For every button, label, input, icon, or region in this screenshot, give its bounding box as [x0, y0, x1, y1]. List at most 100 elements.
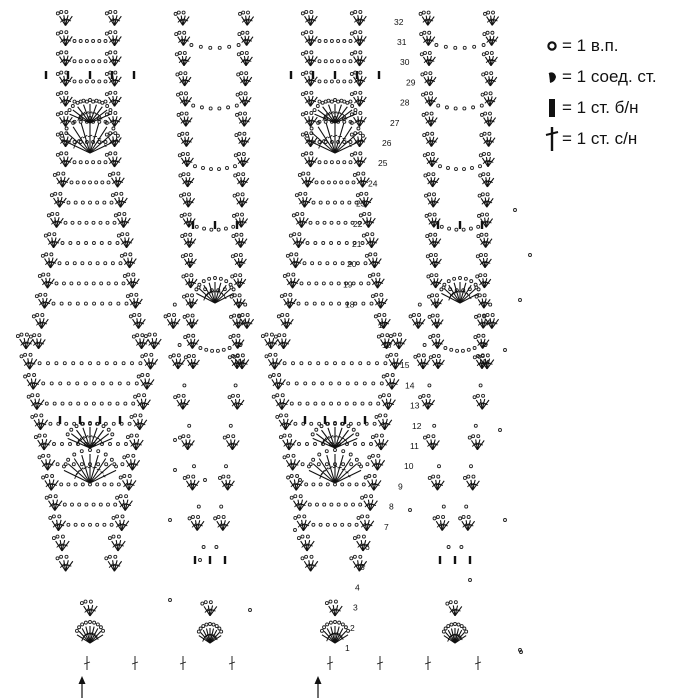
chain-stitch	[419, 52, 424, 57]
double-crochet-stitch	[63, 156, 67, 168]
double-crochet-stitch	[237, 319, 246, 329]
double-crochet-bar	[363, 220, 368, 225]
chain-stitch	[324, 361, 329, 366]
double-crochet-bar	[359, 543, 365, 547]
double-crochet-stitch	[122, 499, 126, 511]
double-crochet-bar	[490, 120, 495, 123]
double-crochet-stitch	[431, 156, 435, 167]
chain-stitch	[49, 381, 54, 386]
double-crochet-bar	[488, 321, 494, 325]
double-crochet-stitch	[384, 338, 388, 349]
chain-stitch	[37, 274, 42, 278]
double-crochet-stitch	[32, 378, 37, 390]
chain-stitch	[19, 354, 24, 359]
chain-stitch	[380, 333, 385, 338]
double-crochet-stitch	[51, 237, 55, 248]
chain-stitch	[64, 421, 69, 426]
double-crochet-stitch	[139, 338, 143, 349]
double-crochet-bar	[64, 544, 68, 547]
row-number: 24	[368, 178, 378, 188]
double-crochet-bar	[454, 290, 460, 294]
double-crochet-stitch	[488, 116, 493, 127]
chain-stitch	[95, 261, 100, 266]
double-crochet-bar	[356, 159, 361, 163]
chain-stitch	[484, 232, 489, 237]
chain-stitch	[103, 452, 108, 457]
chain-stitch	[196, 515, 201, 519]
chain-stitch	[147, 332, 152, 337]
double-crochet-stitch	[389, 378, 393, 390]
double-crochet-stitch	[182, 36, 191, 46]
single-crochet-stitch	[289, 71, 293, 79]
double-crochet-stitch	[299, 500, 308, 511]
double-crochet-stitch	[230, 439, 233, 450]
double-crochet-stitch	[198, 635, 211, 644]
double-crochet-bar	[274, 381, 280, 385]
row-number: 13	[410, 401, 420, 411]
double-crochet-stitch	[429, 76, 433, 87]
chain-stitch	[136, 393, 141, 398]
chain-stitch	[316, 361, 321, 366]
double-crochet-stitch	[315, 433, 336, 449]
double-crochet-stitch	[428, 56, 436, 67]
chain-stitch	[427, 294, 431, 299]
double-crochet-stitch	[112, 156, 116, 168]
chain-stitch	[113, 90, 118, 95]
chain-stitch	[69, 281, 74, 286]
chain-stitch	[471, 474, 476, 479]
double-crochet-bar	[114, 543, 120, 547]
chain-stitch	[78, 160, 83, 165]
chain-stitch	[421, 353, 426, 358]
double-crochet-bar	[229, 484, 234, 486]
double-crochet-bar	[429, 200, 435, 204]
double-crochet-stitch	[310, 560, 319, 572]
chain-stitch	[232, 213, 236, 218]
chain-stitch	[66, 482, 71, 487]
double-crochet-bar	[62, 159, 67, 163]
chain-stitch	[104, 556, 109, 561]
double-crochet-stitch	[358, 55, 363, 67]
double-crochet-bar	[331, 608, 337, 612]
double-crochet-stitch	[89, 634, 104, 644]
chain-stitch	[317, 261, 322, 266]
chain-stitch	[300, 556, 305, 561]
double-crochet-bar	[427, 179, 432, 185]
double-crochet-stitch	[184, 76, 192, 87]
double-crochet-bar	[241, 18, 247, 23]
double-crochet-stitch	[427, 399, 436, 410]
chain-stitch	[421, 10, 426, 15]
chain-stitch	[366, 281, 371, 286]
double-crochet-stitch	[113, 116, 118, 127]
chain-stitch	[70, 220, 75, 225]
chain-stitch	[107, 536, 112, 541]
chain-stitch	[59, 482, 64, 487]
chain-stitch	[112, 220, 117, 225]
double-crochet-bar	[482, 159, 488, 165]
double-crochet-bar	[181, 79, 187, 83]
chain-stitch	[179, 193, 183, 198]
chain-stitch	[427, 383, 432, 388]
chain-stitch	[275, 393, 280, 398]
chain-stitch	[313, 401, 318, 406]
double-crochet-stitch	[472, 480, 480, 491]
double-crochet-stitch	[362, 539, 367, 552]
double-crochet-stitch	[140, 338, 145, 349]
chain-stitch	[352, 536, 357, 541]
chain-stitch	[408, 508, 412, 512]
double-crochet-stitch	[375, 459, 378, 471]
chain-stitch	[99, 241, 104, 245]
double-crochet-stitch	[237, 278, 240, 289]
double-crochet-stitch	[25, 337, 30, 350]
chain-stitch	[62, 502, 67, 507]
double-crochet-stitch	[491, 318, 500, 329]
double-crochet-bar	[309, 181, 314, 183]
double-crochet-stitch	[207, 605, 211, 616]
chain-stitch	[15, 334, 20, 339]
double-crochet-bar	[35, 382, 40, 385]
chain-stitch	[424, 91, 429, 96]
legend-item-double-crochet: = 1 ст. с/н	[542, 125, 697, 153]
chain-stitch	[311, 457, 316, 462]
chain-stitch	[481, 72, 486, 77]
double-crochet-bar	[361, 59, 366, 62]
chain-stitch	[333, 599, 338, 604]
